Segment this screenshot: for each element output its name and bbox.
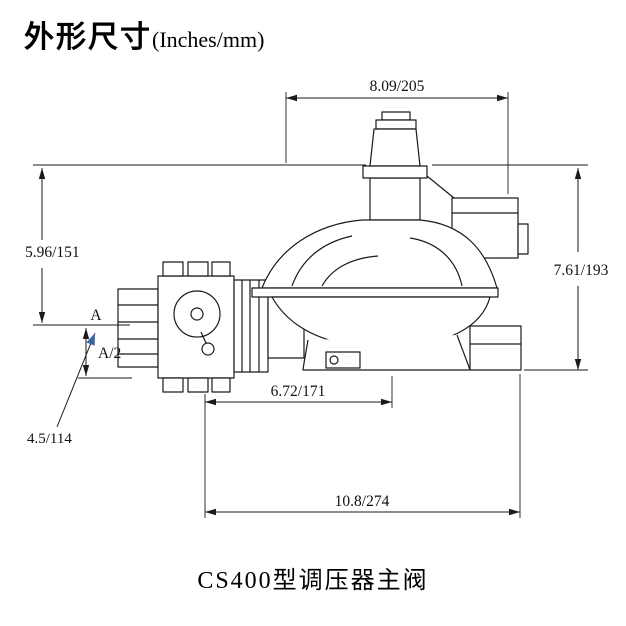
valve-sight-circle-inner — [190, 307, 204, 321]
page-title: 外形尺寸(Inches/mm) — [24, 12, 264, 56]
valve-brace-line — [426, 175, 455, 199]
valve-left-union — [117, 288, 159, 368]
valve-flange-plate — [251, 287, 499, 298]
dim-label-half-height: A/2 — [98, 345, 121, 362]
valve-left-union-hatch — [118, 304, 158, 355]
dim-label-top-width: 8.09/205 — [370, 78, 425, 95]
valve-bottom-tab-hole — [329, 355, 339, 365]
valve-dome-arcs — [291, 235, 463, 287]
valve-bolt-top-1 — [162, 261, 184, 277]
valve-bolt-bottom-2 — [187, 377, 209, 393]
valve-actuator-cap — [381, 111, 411, 121]
valve-bolt-top-3 — [211, 261, 231, 277]
valve-bolt-bottom-1 — [162, 377, 184, 393]
valve-bolt-bottom-3 — [211, 377, 231, 393]
title-units-text: (Inches/mm) — [152, 27, 265, 52]
valve-neck — [369, 177, 421, 221]
dim-label-valve-width: 6.72/171 — [271, 383, 326, 400]
title-chinese-text: 外形尺寸 — [24, 21, 152, 54]
valve-actuator-ring — [375, 119, 417, 130]
valve-actuator-base — [362, 165, 428, 179]
valve-keyhole — [201, 342, 215, 356]
dim-label-left-height: 5.96/151 — [25, 244, 80, 261]
dimension-lines — [33, 92, 588, 518]
annotation-arrow — [56, 332, 96, 428]
dim-label-right-height: 7.61/193 — [554, 262, 609, 279]
valve-bolt-top-2 — [187, 261, 209, 277]
valve-keyhole-stem — [200, 331, 207, 344]
valve-bottom-right-block — [469, 325, 522, 371]
dim-label-overall-width: 10.8/274 — [335, 493, 390, 510]
valve-outline — [117, 111, 529, 393]
valve-actuator-body — [369, 128, 421, 167]
dim-label-annotation: 4.5/114 — [27, 431, 72, 447]
valve-right-tab — [517, 223, 529, 255]
drawing-caption: CS400型调压器主阀 — [197, 568, 429, 594]
dimension-labels: 8.09/205 5.96/151 7.61/193 A A/2 4.5/114… — [25, 78, 609, 510]
dim-label-centerline: A — [90, 307, 102, 324]
valve-dome — [261, 219, 498, 289]
